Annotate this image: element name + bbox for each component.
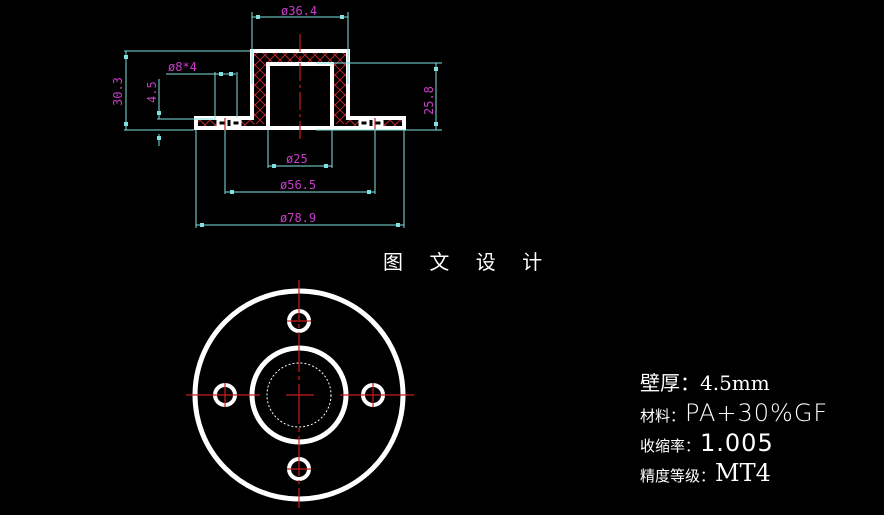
spec-material: 材料：PA+30%GF xyxy=(640,398,828,428)
dim-flange-thickness: 4.5 xyxy=(145,81,159,103)
dimension-labels: ø36.4 ø8*4 30.3 4.5 25.8 ø25 ø56.5 ø78.9 xyxy=(111,4,436,225)
dimension-arrows xyxy=(124,15,438,227)
bore-hidden-circle xyxy=(266,362,332,428)
spec-value: PA+30%GF xyxy=(685,399,829,427)
dim-hole-spec: ø8*4 xyxy=(168,60,197,74)
spec-label: 材料： xyxy=(640,407,686,425)
plan-centerlines xyxy=(186,280,414,508)
section-centerlines xyxy=(224,34,376,140)
dim-bore-diameter: ø25 xyxy=(286,152,308,166)
spec-tolerance-grade: 精度等级：MT4 xyxy=(640,458,828,488)
spec-value: 4.5mm xyxy=(700,371,770,395)
dimension-lines xyxy=(124,12,442,228)
spec-label: 壁厚： xyxy=(640,371,700,395)
dim-pitch-diameter: ø56.5 xyxy=(280,178,316,192)
plan-view xyxy=(186,280,414,508)
spec-shrinkage: 收缩率：1.005 xyxy=(640,428,828,458)
dim-boss-diameter: ø36.4 xyxy=(281,4,317,18)
drawing-title: 图 文 设 计 xyxy=(383,250,553,274)
dim-total-height: 30.3 xyxy=(111,77,125,106)
dim-bore-depth: 25.8 xyxy=(422,86,436,115)
spec-block: 壁厚：4.5mm 材料：PA+30%GF 收缩率：1.005 精度等级：MT4 xyxy=(640,368,828,488)
spec-value: 1.005 xyxy=(700,429,774,457)
spec-label: 精度等级： xyxy=(640,467,716,485)
spec-value: MT4 xyxy=(715,459,771,487)
dim-flange-diameter: ø78.9 xyxy=(280,211,316,225)
section-view: ø36.4 ø8*4 30.3 4.5 25.8 ø25 ø56.5 ø78.9 xyxy=(111,4,442,228)
spec-wall-thickness: 壁厚：4.5mm xyxy=(640,368,828,398)
spec-label: 收缩率： xyxy=(640,437,701,455)
